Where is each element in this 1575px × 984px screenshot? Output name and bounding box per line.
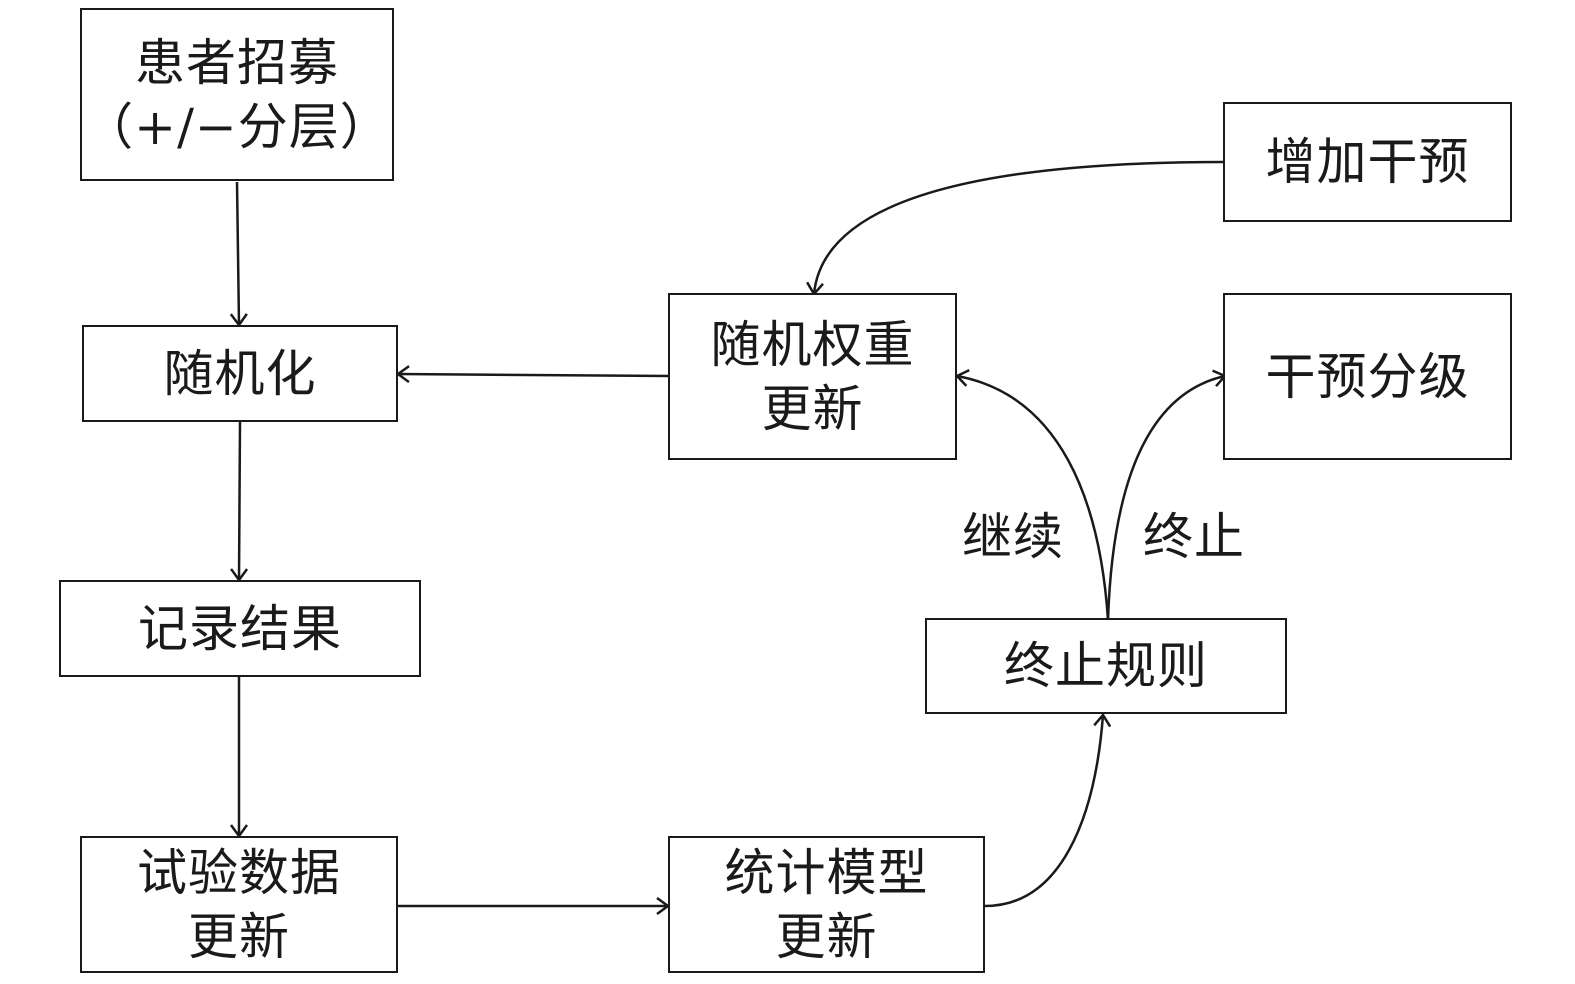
edge-label-stop: 终止 (1143, 508, 1245, 566)
node-label-sub: 更新 (761, 379, 864, 438)
node-patient-recruitment: 患者招募 （+/−分层） (80, 8, 394, 181)
node-stat-model-update: 统计模型 更新 (668, 836, 985, 973)
node-label-sub: 更新 (775, 907, 878, 966)
node-label: 试验数据 (137, 843, 341, 902)
arrow-weight-update-to-randomize (398, 374, 669, 376)
node-label: 患者招募 (135, 33, 339, 92)
node-label: 增加干预 (1265, 133, 1470, 191)
node-record-results: 记录结果 (59, 580, 421, 677)
edge-label-continue: 继续 (962, 508, 1064, 566)
node-label: 终止规则 (1004, 637, 1208, 695)
arrow-randomize-to-record (239, 421, 240, 580)
node-random-weight-update: 随机权重 更新 (668, 293, 957, 460)
node-label-sub: （+/−分层） (83, 97, 391, 156)
node-trial-data-update: 试验数据 更新 (80, 836, 398, 973)
node-label: 随机权重 (710, 315, 915, 374)
arrow-stop-rule-continue (957, 376, 1110, 621)
node-stopping-rule: 终止规则 (925, 618, 1287, 714)
node-label: 干预分级 (1265, 347, 1470, 406)
arrow-stat-model-to-stop-rule (984, 715, 1103, 908)
arrow-stop-rule-stop (1106, 376, 1225, 621)
node-randomization: 随机化 (82, 325, 398, 422)
node-label: 随机化 (163, 344, 317, 403)
node-label: 统计模型 (724, 843, 929, 902)
arrow-add-intervention-to-weight-update (814, 160, 1224, 294)
node-label: 记录结果 (138, 599, 342, 658)
node-intervention-grading: 干预分级 (1223, 293, 1512, 460)
node-add-intervention: 增加干预 (1223, 102, 1512, 222)
node-label-sub: 更新 (188, 907, 290, 966)
arrow-recruit-to-randomize (237, 181, 239, 325)
